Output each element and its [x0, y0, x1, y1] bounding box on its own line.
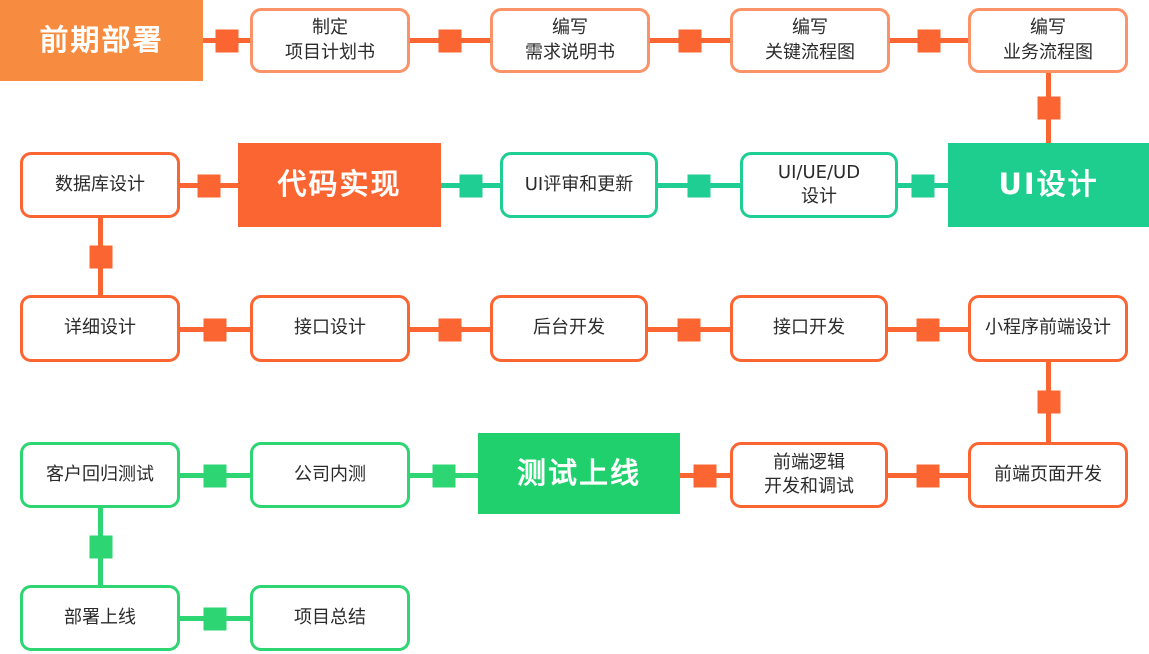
node-key-flowchart: 编写 关键流程图	[730, 8, 890, 73]
node-code-implementation: 代码实现	[238, 143, 441, 227]
node-frontend-logic-dev: 前端逻辑 开发和调试	[730, 442, 888, 508]
connector-customer-regression-deploy-launch	[89, 508, 112, 585]
node-detailed-design: 详细设计	[20, 295, 180, 362]
connector-internal-test-customer-regression	[180, 464, 250, 487]
connector-key-flowchart-business-flowchart	[890, 29, 968, 52]
connector-square	[917, 29, 941, 52]
node-frontend-page-dev: 前端页面开发	[968, 442, 1128, 508]
connector-requirements-spec-key-flowchart	[650, 29, 730, 52]
connector-database-design-detailed-design	[89, 218, 112, 295]
connector-ui-ue-ud-ui-review	[658, 174, 740, 197]
connector-square	[1037, 96, 1060, 120]
node-ui-design: UI设计	[948, 143, 1149, 227]
connector-square	[459, 174, 482, 197]
connector-square	[432, 464, 456, 487]
connector-page-dev-frontend-logic	[888, 464, 968, 487]
connector-square	[215, 29, 238, 52]
connector-square	[677, 318, 701, 341]
connector-miniprogram-frontend-page-dev	[1037, 362, 1060, 442]
connector-frontend-logic-test-launch	[680, 464, 730, 487]
node-project-summary: 项目总结	[250, 585, 410, 651]
node-test-launch: 测试上线	[478, 433, 680, 514]
connector-square	[203, 318, 227, 341]
connector-square	[678, 29, 702, 52]
connector-square	[203, 607, 227, 630]
node-requirements-spec: 编写 需求说明书	[490, 8, 650, 73]
connector-square	[197, 174, 221, 197]
connector-square	[438, 318, 462, 341]
node-customer-regression-test: 客户回归测试	[20, 442, 180, 508]
node-ui-review-update: UI评审和更新	[500, 152, 658, 218]
connector-square	[916, 464, 940, 487]
connector-square	[1037, 390, 1060, 414]
connector-square	[687, 174, 711, 197]
connector-project-plan-requirements-spec	[410, 29, 490, 52]
connector-api-dev-miniprogram-frontend	[888, 318, 968, 341]
node-miniprogram-frontend-design: 小程序前端设计	[968, 295, 1128, 362]
connector-square	[203, 464, 227, 487]
node-early-deployment: 前期部署	[0, 0, 203, 81]
connector-early-deployment-project-plan	[203, 29, 250, 52]
connector-square	[438, 29, 462, 52]
connector-deploy-launch-project-summary	[180, 607, 250, 630]
connector-square	[89, 535, 112, 558]
connector-ui-design-ui-ue-ud	[897, 174, 948, 197]
node-deploy-launch: 部署上线	[20, 585, 180, 651]
node-api-dev: 接口开发	[730, 295, 888, 362]
connector-square	[916, 318, 940, 341]
node-database-design: 数据库设计	[20, 152, 180, 218]
connector-ui-review-code-implementation	[441, 174, 500, 197]
connector-square	[911, 174, 934, 197]
node-project-plan: 制定 项目计划书	[250, 8, 410, 73]
connector-code-implementation-database-design	[180, 174, 238, 197]
node-internal-test: 公司内测	[250, 442, 410, 508]
connector-business-flowchart-ui-design	[1037, 73, 1060, 143]
node-business-flowchart: 编写 业务流程图	[968, 8, 1128, 73]
node-interface-design: 接口设计	[250, 295, 410, 362]
connector-square	[89, 245, 112, 268]
connector-test-launch-internal-test	[410, 464, 478, 487]
connector-interface-design-backend-dev	[410, 318, 490, 341]
node-ui-ue-ud-design: UI/UE/UD 设计	[740, 152, 898, 218]
connector-square	[693, 464, 717, 487]
node-backend-dev: 后台开发	[490, 295, 648, 362]
connector-backend-dev-api-dev	[648, 318, 730, 341]
connector-detailed-design-interface-design	[180, 318, 250, 341]
